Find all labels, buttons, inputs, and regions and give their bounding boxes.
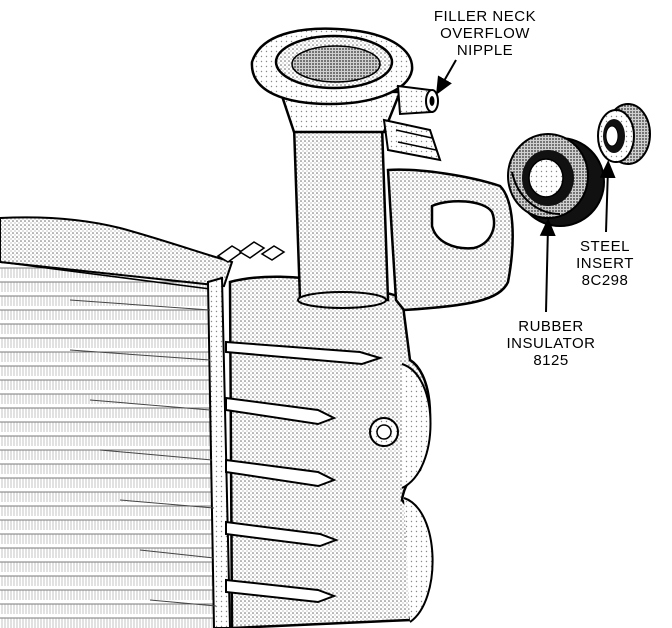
- radiator-side-tank: [225, 275, 434, 628]
- rubber-insulator-label-line3: 8125: [533, 352, 569, 369]
- filler-neck-label-line2: OVERFLOW: [440, 25, 530, 42]
- rubber-insulator-label: RUBBER INSULATOR 8125: [486, 318, 616, 369]
- rubber-insulator-leader: [539, 218, 556, 313]
- filler-neck-label: FILLER NECK OVERFLOW NIPPLE: [420, 8, 550, 59]
- filler-neck-label-line3: NIPPLE: [456, 42, 514, 59]
- filler-neck-label-line1: FILLER NECK: [433, 8, 537, 25]
- rubber-insulator: [507, 133, 605, 227]
- steel-insert-label-line3: 8C298: [581, 272, 629, 289]
- steel-insert-label-line2: INSERT: [576, 255, 634, 272]
- rubber-insulator-label-line2: INSULATOR: [506, 335, 596, 352]
- steel-insert-label-line1: STEEL: [579, 238, 631, 255]
- steel-insert: [597, 103, 651, 165]
- filler-neck-leader: [436, 59, 457, 95]
- filler-neck: [250, 27, 414, 309]
- steel-insert-label: STEEL INSERT 8C298: [560, 238, 650, 289]
- steel-insert-leader: [599, 160, 616, 233]
- leader-lines: [436, 59, 616, 313]
- rubber-insulator-label-line1: RUBBER: [518, 318, 584, 335]
- radiator-core: [0, 216, 286, 628]
- mounting-bracket: [386, 168, 514, 312]
- overflow-nipple: [382, 84, 442, 162]
